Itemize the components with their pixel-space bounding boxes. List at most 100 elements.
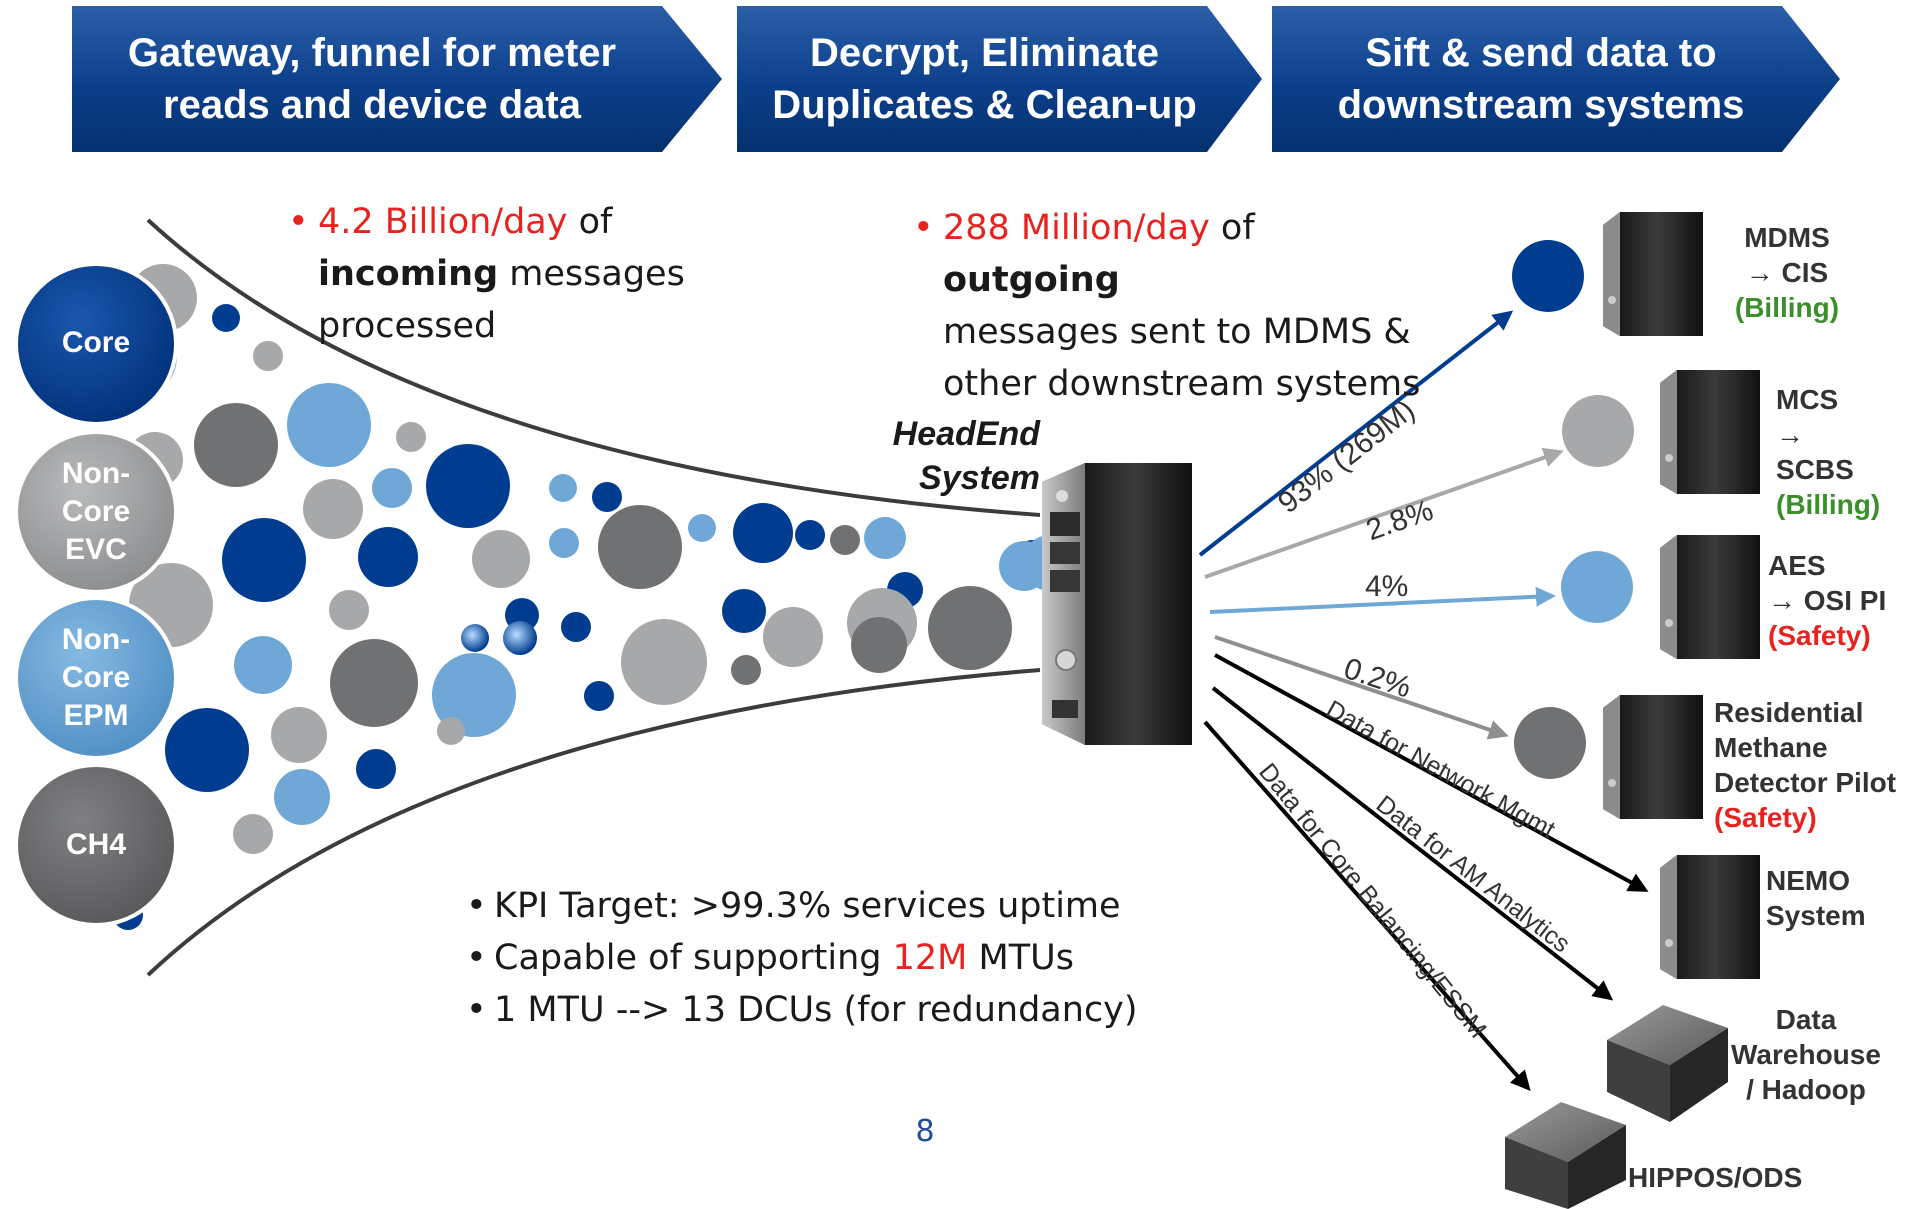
kpi-item: • KPI Target: >99.3% services uptime [466,880,1166,932]
outgoing-stats: • 288 Million/day of outgoing messages s… [913,202,1433,410]
mdms-server-icon [1603,212,1703,336]
rmdp-server-icon [1603,695,1703,819]
dest-mcs-tag: (Billing) [1776,489,1881,520]
dest-mcs-line3: SCBS [1776,454,1854,485]
dest-nemo-line1: NEMO [1766,865,1850,896]
kpi-item: • Capable of supporting 12M MTUs [466,932,1166,984]
headend-line1: HeadEnd [892,415,1040,453]
dest-dw-line3: / Hadoop [1746,1074,1866,1105]
page-number: 8 [915,1114,935,1149]
step-2-chevron: Decrypt, Eliminate Duplicates & Clean-up [737,6,1262,152]
hippos-cube-icon [1505,1102,1626,1209]
kpi-2-highlight: 12M [892,938,968,978]
source-core-circle [14,262,178,426]
outgoing-rate: 288 Million/day [943,208,1210,248]
dest-rmdp-line3: Detector Pilot [1714,767,1897,798]
incoming-bold: incoming [318,254,499,294]
bullet: • [913,208,934,248]
step-3-line1: Sift & send data to [1365,31,1717,75]
dest-nemo-line2: System [1766,900,1866,931]
source-core-text: Core [61,326,131,359]
dest-aes-line1: AES [1768,550,1826,581]
funnel-top-curve [146,218,1041,517]
dest-mdms-label: MDMS → CIS (Billing) [1722,220,1852,325]
step-2-line1: Decrypt, Eliminate [809,31,1159,75]
bullet: • [466,938,487,978]
dest-rmdp-line1: Residential [1714,697,1864,728]
source-epm-circle [14,596,178,760]
dest-rmdp-line2: Methane [1714,732,1828,763]
dest-aes-label: AES → OSI PI (Safety) [1768,548,1918,653]
dest-hippos-line1: HIPPOS/ODS [1628,1162,1803,1193]
dest-hippos-label: HIPPOS/ODS [1628,1160,1828,1195]
source-core-label: Core [36,324,156,362]
kpi-3-text: 1 MTU --> 13 DCUs (for redundancy) [494,990,1138,1030]
aes-flow-circle [1561,551,1633,623]
source-ch4-label: CH4 [36,826,156,864]
nemo-server-icon [1660,855,1760,979]
source-epm-label: Non- Core EPM [36,621,156,735]
kpi-1-text: KPI Target: >99.3% services uptime [494,886,1121,926]
source-epm-line3: EPM [63,699,129,732]
dest-mcs-line2: → [1776,419,1804,450]
headend-label: HeadEnd System [860,412,1040,500]
rmdp-flow-circle [1514,707,1586,779]
source-evc-line1: Non- [61,457,131,490]
step-1-line1: Gateway, funnel for meter [127,31,617,75]
chevron-shape [1272,6,1840,152]
dest-mdms-tag: (Billing) [1734,292,1840,323]
dest-mcs-line1: MCS [1776,384,1839,415]
source-ch4-text: CH4 [65,828,126,861]
incoming-stats: • 4.2 Billion/day of incoming messages p… [288,196,718,352]
dest-mdms-line1: MDMS [1744,222,1830,253]
step-1-line2: reads and device data [163,83,581,127]
mcs-server-icon [1660,370,1760,494]
headend-server-icon [1042,463,1192,745]
source-epm-line2: Core [61,661,131,694]
incoming-of: of [567,202,613,242]
outgoing-of: of [1209,208,1255,248]
kpi-item: • 1 MTU --> 13 DCUs (for redundancy) [466,984,1166,1036]
dest-mcs-label: MCS → SCBS (Billing) [1776,382,1916,522]
mdms-flow-circle [1512,240,1584,312]
step-3-line2: downstream systems [1337,83,1745,127]
bullet: • [466,886,487,926]
step-1-chevron: Gateway, funnel for meter reads and devi… [72,6,722,152]
kpi-2-post: MTUs [967,938,1074,978]
source-evc-label: Non- Core EVC [36,455,156,569]
flow-arrows [1198,310,1649,1091]
source-evc-line3: EVC [65,533,127,566]
source-ch4-circle [14,763,178,927]
source-evc-line2: Core [61,495,131,528]
chevron-shape [72,6,722,152]
dest-dw-label: Data Warehouse / Hadoop [1726,1002,1886,1107]
source-epm-line1: Non- [61,623,131,656]
kpi-2-pre: Capable of supporting [494,938,893,978]
dest-aes-tag: (Safety) [1768,620,1871,651]
dest-aes-line2: → OSI PI [1768,585,1887,616]
incoming-line3: processed [318,306,497,346]
funnel-bottom-curve [146,668,1041,977]
kpi-list: • KPI Target: >99.3% services uptime • C… [466,880,1166,1036]
outgoing-line3: other downstream systems [943,364,1421,404]
dest-mdms-line2: → CIS [1745,257,1829,288]
dest-dw-line2: Warehouse [1731,1039,1881,1070]
dest-rmdp-tag: (Safety) [1714,802,1817,833]
mcs-flow-circle [1562,395,1634,467]
data-warehouse-cube-icon [1607,1005,1728,1122]
outgoing-line2: messages sent to MDMS & [943,312,1411,352]
dest-rmdp-label: Residential Methane Detector Pilot (Safe… [1714,695,1914,835]
chevron-shape [737,6,1262,152]
bullet: • [288,202,309,242]
dest-dw-line1: Data [1775,1004,1837,1035]
dest-nemo-label: NEMO System [1766,863,1896,933]
aes-server-icon [1660,535,1760,659]
incoming-rest: messages [498,254,685,294]
step-2-line2: Duplicates & Clean-up [772,83,1197,127]
outgoing-bold: outgoing [943,260,1120,300]
source-evc-circle [14,430,178,594]
bullet: • [466,990,487,1030]
incoming-rate: 4.2 Billion/day [318,202,568,242]
step-3-chevron: Sift & send data to downstream systems [1272,6,1840,152]
